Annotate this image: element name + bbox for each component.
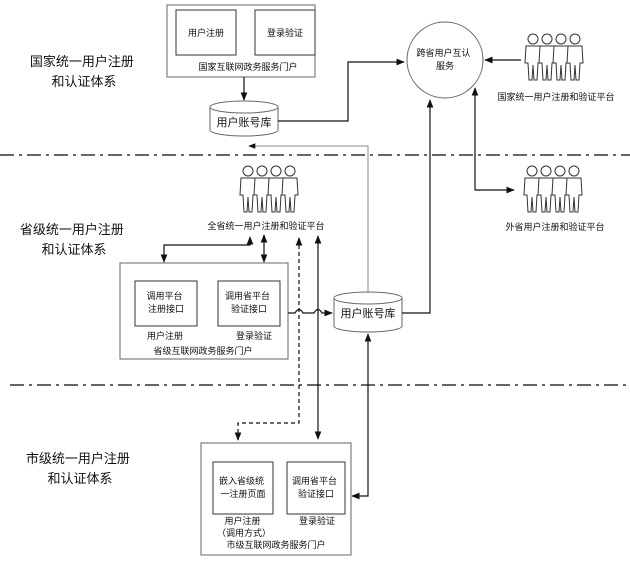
province-register-interface-box (134, 280, 198, 327)
cross-province-service-circle (406, 21, 484, 99)
national-platform-label: 国家统一用户注册和验证平台 (497, 91, 614, 103)
national-tier-title: 国家统一用户注册 和认证体系 (30, 54, 138, 90)
national-db-label: 用户账号库 (217, 115, 272, 129)
platform-register-arrow (160, 236, 254, 263)
city-portal-title: 市级互联网政务服务门户 (226, 539, 325, 551)
city-login-caption: 登录验证 (299, 515, 335, 527)
city-embed-page-box (212, 461, 274, 515)
platform-to-city-embed-dashed-arrow (234, 237, 303, 441)
national-account-db: 用户账号库 (209, 100, 279, 137)
cross-province-service-label: 跨省用户互认 服务 (417, 47, 474, 72)
province-db-to-national-db-line (248, 143, 369, 293)
national-login-box (254, 9, 316, 56)
city-verify-interface-label: 调用省平台 验证接口 (292, 475, 340, 500)
province-account-db: 用户账号库 (333, 291, 403, 333)
city-register-caption: 用户注册 （调用方式） (217, 515, 271, 539)
province-verify-interface-box (217, 280, 281, 327)
provincial-tier-title: 省级统一用户注册 和认证体系 (20, 222, 128, 258)
province-login-caption: 登录验证 (236, 330, 272, 342)
national-register-box (175, 9, 237, 56)
province-db-to-service-arrow (402, 99, 434, 314)
national-portal-title: 国家互联网政务服务门户 (198, 61, 297, 73)
national-platform-users-icon (524, 33, 584, 81)
city-verify-interface-box (286, 461, 346, 515)
province-platform-label: 全省统一用户注册和验证平台 (207, 220, 324, 232)
province-register-interface-label: 调用平台 注册接口 (147, 290, 186, 315)
national-register-label: 用户注册 (188, 27, 224, 39)
portal-to-province-db-arrow (288, 308, 333, 317)
province-portal-title: 省级互联网政务服务门户 (153, 345, 252, 357)
other-province-label: 外省用户注册和验证平台 (505, 221, 604, 233)
city-embed-page-label: 嵌入省级统 一注册页面 (219, 475, 267, 500)
city-tier-title: 市级统一用户注册 和认证体系 (26, 451, 134, 487)
other-province-users-icon (523, 165, 583, 213)
national-db-to-service-arrow (278, 58, 405, 122)
province-db-label: 用户账号库 (341, 306, 396, 320)
service-other-province-arrow (471, 87, 515, 194)
province-platform-users-icon (239, 165, 299, 213)
national-login-label: 登录验证 (267, 27, 303, 39)
city-to-province-db-arrow (351, 333, 372, 500)
province-register-caption: 用户注册 (147, 330, 183, 342)
